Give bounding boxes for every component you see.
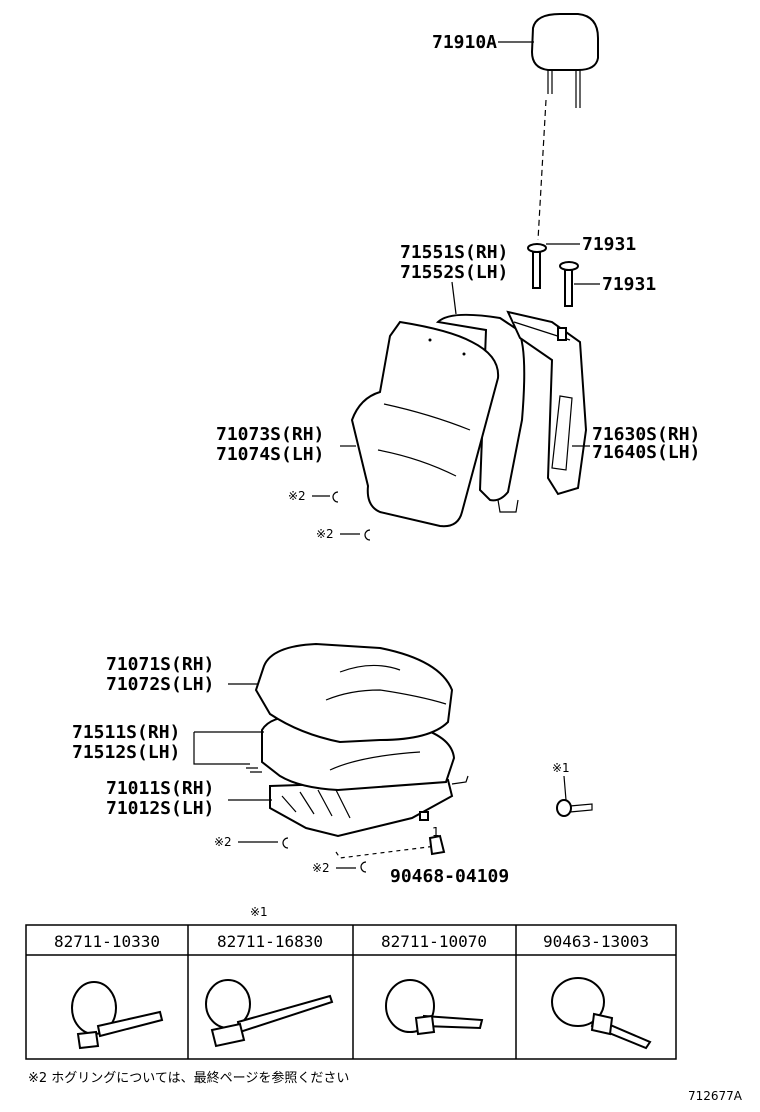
label-cushion-cover-lh: 71072S(LH) xyxy=(106,674,214,695)
table-header-1: 82711-10330 xyxy=(54,932,160,951)
mark-hogring-4: ※2 xyxy=(312,861,330,875)
label-back-frame-lh: 71640S(LH) xyxy=(592,442,700,463)
cable-tie-3 xyxy=(385,979,484,1036)
seat-cushion-drawing xyxy=(246,642,469,838)
label-cushion-frame-lh: 71012S(LH) xyxy=(106,798,214,819)
label-cushion-cover-rh: 71071S(RH) xyxy=(106,654,214,675)
mark-hogring-3: ※2 xyxy=(214,835,232,849)
label-cushion-pad-lh: 71512S(LH) xyxy=(72,742,180,763)
clamp-drawing xyxy=(556,799,593,817)
label-back-frame-rh: 71630S(RH) xyxy=(592,424,700,445)
label-clip-part: 90468-04109 xyxy=(390,866,509,887)
cable-tie-4 xyxy=(551,977,652,1050)
headrest-drawing xyxy=(530,13,599,241)
figure-id: 712677A xyxy=(688,1089,743,1103)
label-back-cover-lh: 71074S(LH) xyxy=(216,444,324,465)
label-support-b: 71931 xyxy=(602,274,656,295)
parts-table xyxy=(25,924,677,1060)
footnote: ※2 ホグリングについては、最終ページを参照ください xyxy=(28,1070,349,1086)
label-back-cover-rh: 71073S(RH) xyxy=(216,424,324,445)
table-header-3: 82711-10070 xyxy=(381,932,487,951)
mark-hogring-1: ※2 xyxy=(288,489,306,503)
label-guide-lh: 71552S(LH) xyxy=(400,262,508,283)
table-header-4: 90463-13003 xyxy=(543,932,649,951)
mark-callout-1: 1 xyxy=(432,825,440,839)
label-guide-rh: 71551S(RH) xyxy=(400,242,508,263)
mark-clamp-ref: ※1 xyxy=(552,761,570,775)
table-header-2: 82711-16830 xyxy=(217,932,323,951)
label-support-a: 71931 xyxy=(582,234,636,255)
seat-back-drawing xyxy=(350,310,588,528)
label-cushion-frame-rh: 71011S(RH) xyxy=(106,778,214,799)
mark-hogring-2: ※2 xyxy=(316,527,334,541)
label-cushion-pad-rh: 71511S(RH) xyxy=(72,722,180,743)
cable-tie-2 xyxy=(205,979,334,1048)
label-headrest: 71910A xyxy=(432,32,497,53)
headrest-support-drawing xyxy=(527,243,579,307)
cable-tie-1 xyxy=(71,981,164,1050)
mark-table-ref: ※1 xyxy=(250,905,268,919)
